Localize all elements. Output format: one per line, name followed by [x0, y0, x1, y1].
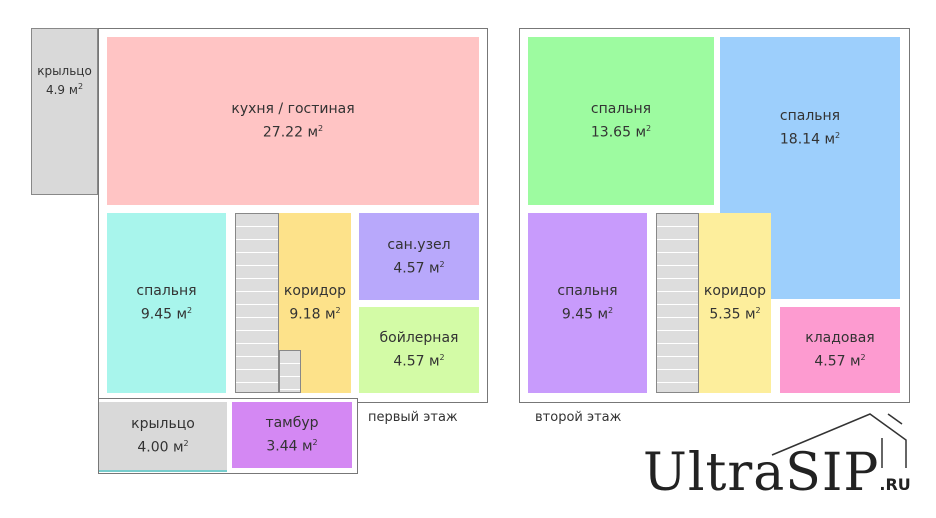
- room-area: 9.45 м2: [561, 306, 614, 323]
- room-name: крыльцо: [131, 416, 195, 433]
- room-kitchen-living: кухня / гостиная 27.22 м2: [107, 37, 479, 205]
- room-boiler: бойлерная 4.57 м2: [359, 307, 479, 393]
- room-name: бойлерная: [379, 330, 459, 347]
- room-area: 4.9 м2: [45, 82, 84, 97]
- room-area: 4.57 м2: [814, 353, 866, 370]
- room-area: 13.65 м2: [590, 124, 652, 141]
- room-area: 18.14 м2: [779, 131, 841, 148]
- room-bedroom-2c: спальня 9.45 м2: [528, 213, 647, 393]
- room-corridor-1: коридор 9.18 м2: [279, 213, 351, 393]
- room-bathroom: сан.узел 4.57 м2: [359, 213, 479, 300]
- room-name: спальня: [557, 283, 618, 300]
- room-area: 4.57 м2: [393, 259, 445, 277]
- room-name: тамбур: [265, 415, 319, 432]
- room-area: 9.18 м2: [289, 306, 341, 323]
- room-name: спальня: [590, 101, 652, 118]
- floor2-label: второй этаж: [535, 410, 622, 425]
- room-name: коридор: [703, 283, 767, 300]
- logo-text: UltraSIP: [643, 443, 880, 503]
- room-area: 27.22 м2: [262, 124, 324, 141]
- room-storage: кладовая 4.57 м2: [780, 307, 900, 393]
- room-name: кладовая: [805, 330, 875, 347]
- room-bedroom-1: спальня 9.45 м2: [107, 213, 226, 393]
- room-porch-bottom: крыльцо 4.00 м2: [99, 402, 227, 472]
- logo-suffix: .RU: [879, 475, 911, 494]
- room-area: 9.45 м2: [140, 306, 193, 323]
- room-name: крыльцо: [37, 64, 92, 78]
- staircase-2: [656, 213, 699, 393]
- room-name: кухня / гостиная: [231, 101, 355, 118]
- staircase-1-landing: [279, 350, 301, 393]
- logo-house-icon: [771, 413, 907, 468]
- staircase-1: [235, 213, 279, 393]
- room-corridor-2: коридор 5.35 м2: [699, 213, 771, 393]
- room-name: сан.узел: [387, 236, 451, 253]
- room-area: 5.35 м2: [709, 306, 761, 323]
- room-area: 4.00 м2: [137, 439, 189, 456]
- room-bedroom-2a: спальня 13.65 м2: [528, 37, 714, 205]
- room-name: спальня: [136, 283, 197, 300]
- room-porch-left: крыльцо 4.9 м2: [31, 28, 98, 195]
- room-name: коридор: [283, 283, 347, 300]
- room-area: 3.44 м2: [266, 438, 318, 455]
- logo: UltraSIP.RU: [643, 443, 911, 503]
- room-name: спальня: [779, 108, 841, 125]
- room-area: 4.57 м2: [393, 353, 445, 370]
- room-vestibule: тамбур 3.44 м2: [232, 402, 352, 468]
- floor1-label: первый этаж: [368, 410, 458, 425]
